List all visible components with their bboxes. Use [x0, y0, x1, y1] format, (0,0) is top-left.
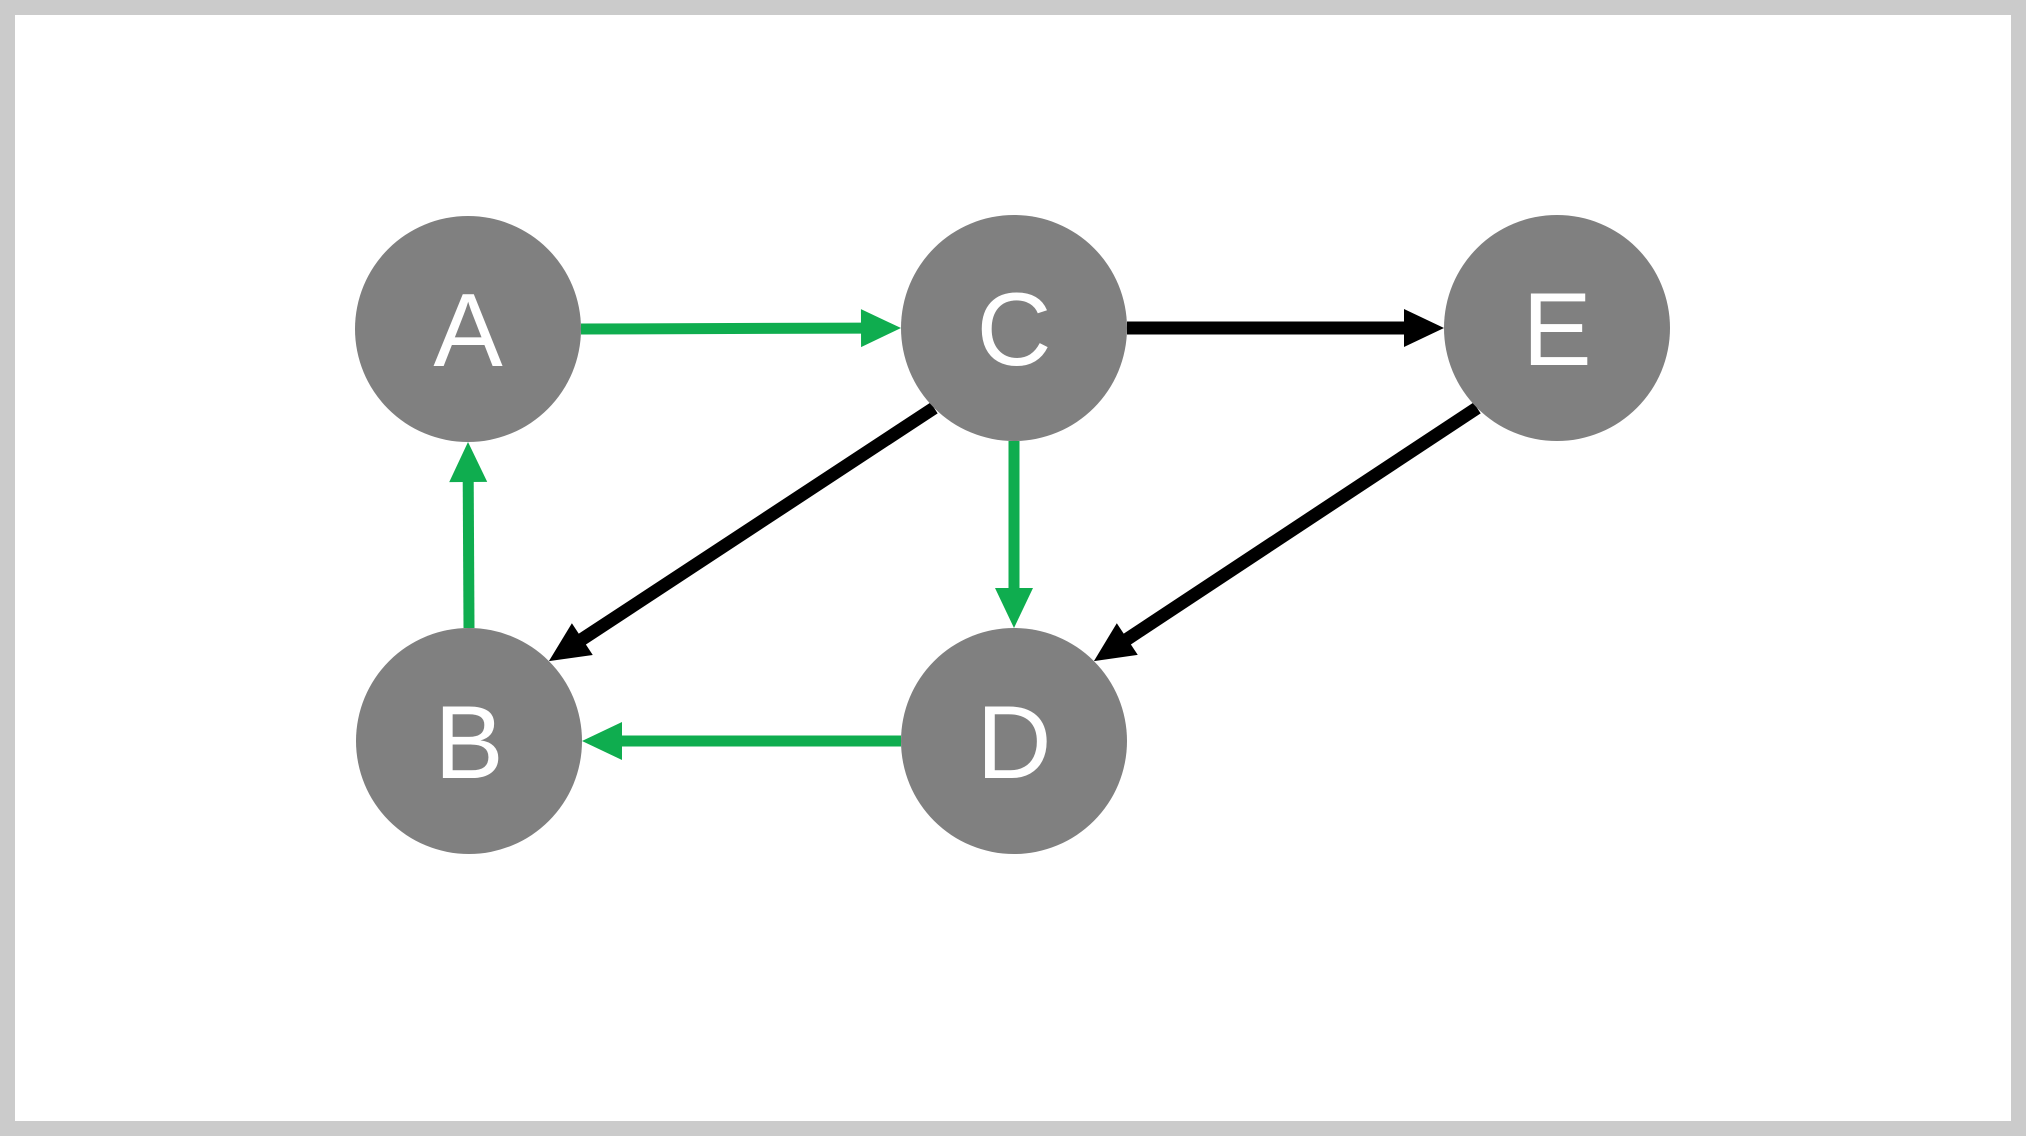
- edge-A-C: [580, 309, 901, 348]
- edge-E-D: [1093, 402, 1481, 662]
- node-D-label: D: [976, 685, 1051, 801]
- edge-C-D-arrowhead: [995, 588, 1033, 628]
- edge-E-D-arrowhead: [1093, 623, 1138, 662]
- edge-C-D: [995, 441, 1033, 628]
- edge-D-B-arrowhead: [582, 722, 622, 760]
- edge-D-B: [582, 722, 901, 760]
- edge-layer: [449, 309, 1481, 760]
- edge-B-A-line: [462, 479, 475, 629]
- edge-B-A-arrowhead: [449, 442, 488, 483]
- node-B-circle: [356, 628, 582, 854]
- node-D-circle: [901, 628, 1127, 854]
- node-D: D: [901, 628, 1127, 854]
- node-E: E: [1444, 215, 1670, 441]
- node-C: C: [901, 215, 1127, 441]
- node-C-circle: [901, 215, 1127, 441]
- edge-A-C-arrowhead: [860, 309, 901, 348]
- edge-A-C-line: [580, 322, 864, 335]
- node-A: A: [355, 216, 581, 442]
- node-A-label: A: [433, 273, 503, 389]
- node-B: B: [356, 628, 582, 854]
- node-A-circle: [355, 216, 581, 442]
- edge-B-A: [449, 442, 488, 629]
- node-E-label: E: [1522, 272, 1591, 388]
- node-layer: A B C D E: [355, 215, 1670, 854]
- edge-C-B: [548, 402, 938, 662]
- node-C-label: C: [976, 272, 1051, 388]
- node-E-circle: [1444, 215, 1670, 441]
- edge-C-E: [1127, 309, 1444, 347]
- edge-C-B-line: [577, 402, 938, 646]
- node-B-label: B: [434, 685, 503, 801]
- edge-C-B-arrowhead: [548, 623, 593, 662]
- edge-C-E-arrowhead: [1404, 309, 1444, 347]
- edge-E-D-line: [1122, 402, 1481, 646]
